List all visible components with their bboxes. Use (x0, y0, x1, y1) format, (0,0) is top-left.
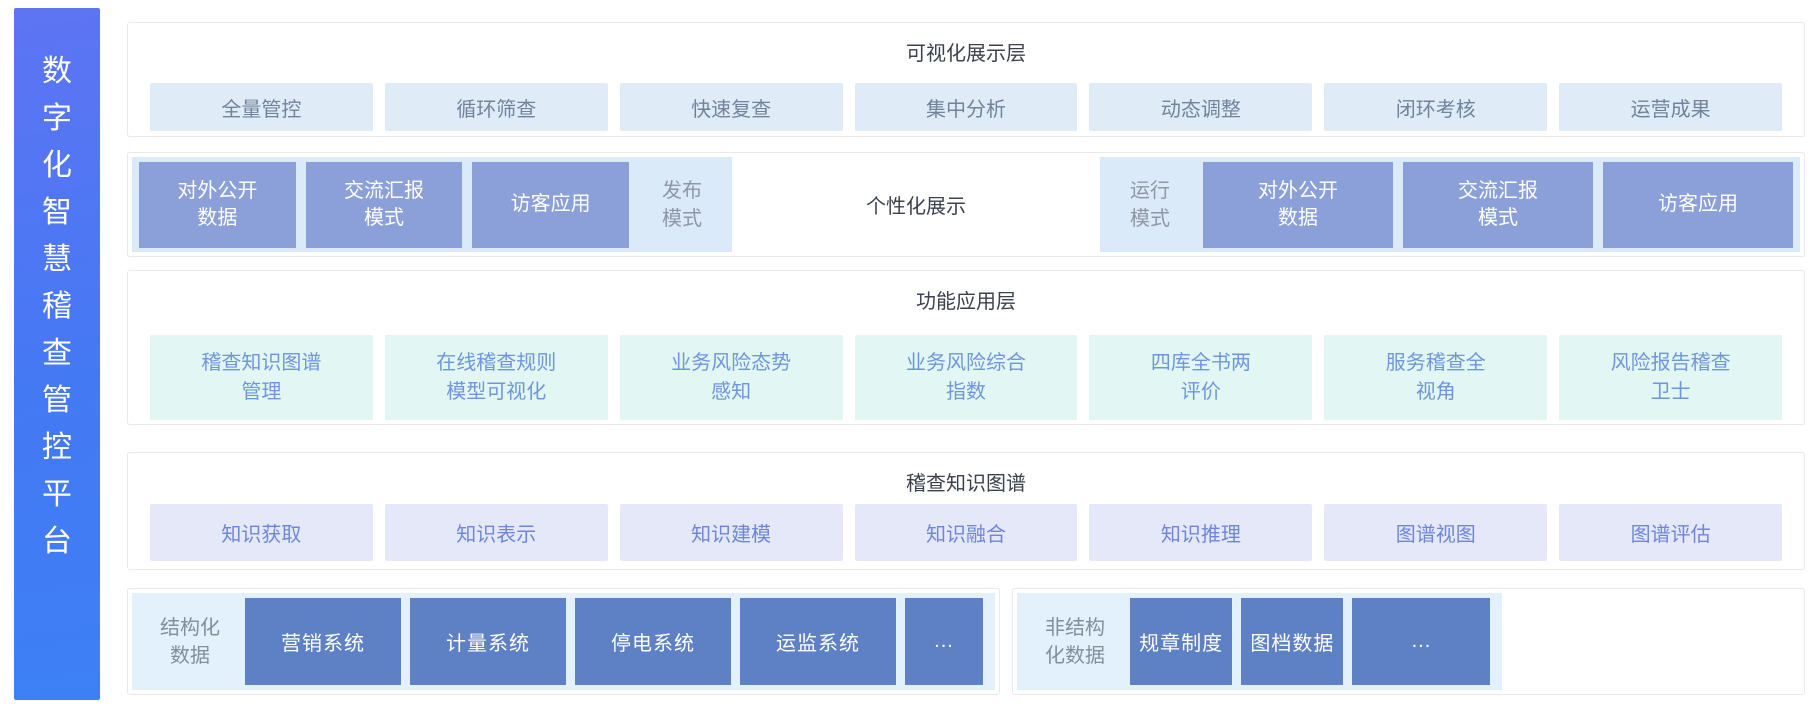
viz-layer-item: 闭环考核 (1324, 83, 1548, 131)
kg-layer-item: 知识融合 (854, 504, 1078, 561)
function-layer-item: 稽查知识图谱 管理 (150, 335, 373, 420)
mode-box: 交流汇报 模式 (305, 161, 463, 248)
mode-box: 访客应用 (472, 161, 630, 248)
visualization-layer-items: 全量管控 循环筛查 快速复查 集中分析 动态调整 闭环考核 运营成果 (150, 83, 1783, 131)
platform-title: 数字化智慧稽查管控平台 (42, 55, 72, 558)
viz-layer-item: 集中分析 (854, 83, 1078, 131)
knowledge-graph-panel: 稽查知识图谱 知识获取 知识表示 知识建模 知识融合 知识推理 图谱视图 图谱评… (127, 452, 1805, 570)
data-box: 图档数据 (1241, 598, 1344, 685)
function-layer-item: 风险报告稽查 卫士 (1559, 335, 1783, 420)
data-box: 规章制度 (1130, 598, 1233, 685)
run-mode-group: 运行 模式 对外公开 数据 交流汇报 模式 访客应用 (1100, 157, 1800, 252)
personalized-display-label: 个性化展示 (732, 157, 1100, 252)
system-box: 停电系统 (575, 598, 731, 685)
kg-layer-item: 知识建模 (619, 504, 843, 561)
mode-box: 对外公开 数据 (139, 161, 296, 248)
knowledge-graph-title: 稽查知识图谱 (906, 473, 1026, 495)
visualization-layer-title: 可视化展示层 (906, 43, 1026, 65)
kg-layer-item: 知识推理 (1089, 504, 1313, 561)
kg-layer-item: 图谱视图 (1324, 504, 1548, 561)
kg-layer-item: 图谱评估 (1559, 504, 1783, 561)
function-layer-item: 业务风险态势 感知 (619, 335, 843, 420)
data-box-ellipsis: ... (1352, 598, 1491, 685)
structured-data-label: 结构化 数据 (160, 616, 220, 667)
system-box: 运监系统 (740, 598, 896, 685)
publish-mode-label: 发布 模式 (662, 179, 703, 230)
function-layer-panel: 功能应用层 稽查知识图谱 管理 在线稽查规则 模型可视化 业务风险态势 感知 业… (127, 270, 1805, 425)
mode-box: 访客应用 (1603, 161, 1793, 248)
viz-layer-item: 运营成果 (1559, 83, 1783, 131)
function-layer-title: 功能应用层 (916, 291, 1016, 313)
viz-layer-item: 动态调整 (1089, 83, 1313, 131)
kg-layer-item: 知识表示 (384, 504, 608, 561)
platform-sidebar: 数字化智慧稽查管控平台 (14, 8, 100, 700)
unstructured-panel-spacer (1502, 593, 1800, 690)
unstructured-data-label: 非结构 化数据 (1045, 616, 1105, 667)
function-layer-item: 在线稽查规则 模型可视化 (384, 335, 608, 420)
visualization-layer-panel: 可视化展示层 全量管控 循环筛查 快速复查 集中分析 动态调整 闭环考核 运营成… (127, 22, 1805, 137)
function-layer-item: 服务稽查全 视角 (1324, 335, 1548, 420)
viz-layer-item: 循环筛查 (384, 83, 608, 131)
knowledge-graph-items: 知识获取 知识表示 知识建模 知识融合 知识推理 图谱视图 图谱评估 (150, 504, 1783, 561)
function-layer-items: 稽查知识图谱 管理 在线稽查规则 模型可视化 业务风险态势 感知 业务风险综合 … (150, 335, 1783, 420)
structured-data-group: 结构化 数据 营销系统 计量系统 停电系统 运监系统 ... (132, 593, 995, 690)
structured-data-panel: 结构化 数据 营销系统 计量系统 停电系统 运监系统 ... (127, 588, 1000, 695)
publish-mode-group: 对外公开 数据 交流汇报 模式 访客应用 发布 模式 (132, 157, 732, 252)
mode-box: 交流汇报 模式 (1403, 161, 1593, 248)
function-layer-item: 业务风险综合 指数 (854, 335, 1078, 420)
viz-layer-item: 快速复查 (619, 83, 843, 131)
kg-layer-item: 知识获取 (150, 504, 373, 561)
run-mode-label: 运行 模式 (1130, 179, 1170, 230)
function-layer-item: 四库全书两 评价 (1089, 335, 1313, 420)
system-box: 计量系统 (410, 598, 566, 685)
system-box-ellipsis: ... (905, 598, 983, 685)
unstructured-data-panel: 非结构 化数据 规章制度 图档数据 ... (1012, 588, 1805, 695)
display-mode-panel: 对外公开 数据 交流汇报 模式 访客应用 发布 模式 个性化展示 运行 模式 对… (127, 152, 1805, 257)
unstructured-data-group: 非结构 化数据 规章制度 图档数据 ... (1017, 593, 1503, 690)
viz-layer-item: 全量管控 (150, 83, 373, 131)
system-box: 营销系统 (245, 598, 401, 685)
mode-box: 对外公开 数据 (1203, 161, 1393, 248)
